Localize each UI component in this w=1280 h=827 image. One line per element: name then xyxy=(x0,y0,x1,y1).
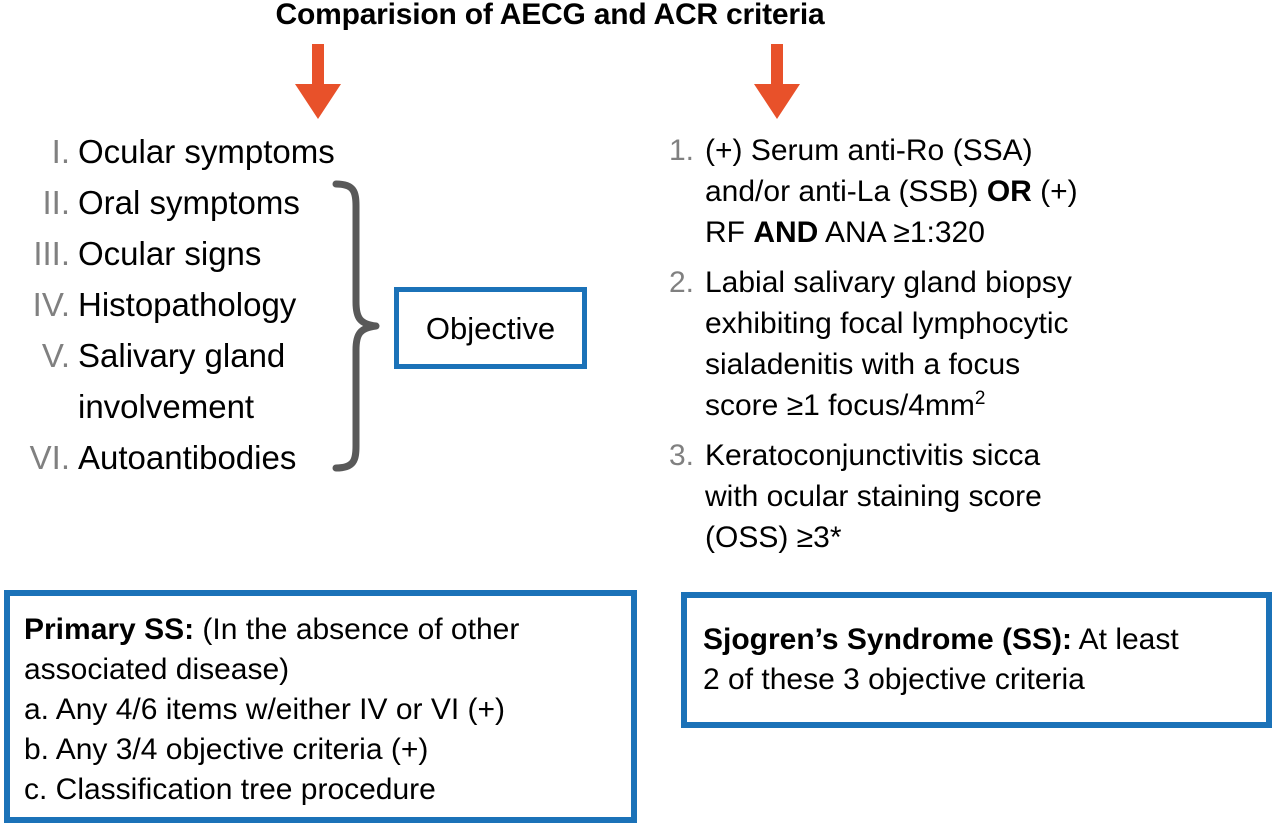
list-item-numeral: VI. xyxy=(29,439,70,476)
list-item-label: Histopathology xyxy=(78,286,297,323)
curly-brace-icon xyxy=(332,180,380,472)
list-item-text: (+) Serum anti-Ro (SSA) and/or anti-La (S… xyxy=(705,130,1170,253)
list-item-continuation: involvement xyxy=(14,381,374,432)
down-arrow-icon-left xyxy=(295,44,341,119)
list-item-number: 3. xyxy=(668,439,694,472)
list-item-numeral: III. xyxy=(33,235,70,272)
list-item: III. Ocular signs xyxy=(14,228,374,279)
text-line: (OSS) ≥3* xyxy=(705,521,842,554)
text-line: 2 of these 3 objective criteria xyxy=(703,663,1085,696)
objective-label-box: Objective xyxy=(394,287,587,369)
text-line: score ≥1 focus/4mm2 xyxy=(705,388,986,422)
list-item-numeral: II. xyxy=(42,184,70,221)
list-item-label: Ocular signs xyxy=(78,235,262,272)
ss-text: Sjogren’s Syndrome (SS): At least 2 of th… xyxy=(703,620,1250,700)
primary-ss-conclusion-box: Primary SS: (In the absence of other asso… xyxy=(4,590,637,823)
list-item-label: Oral symptoms xyxy=(78,184,300,221)
down-arrow-icon-right xyxy=(754,44,800,119)
text-line: and/or anti-La (SSB) OR (+) xyxy=(705,175,1078,208)
list-item-label: involvement xyxy=(78,388,255,425)
list-item: 1. (+) Serum anti-Ro (SSA) and/or anti-La… xyxy=(660,130,1170,253)
text-line: associated disease) xyxy=(24,653,290,686)
text-line: exhibiting focal lymphocytic xyxy=(705,307,1069,340)
list-item-label: Ocular symptoms xyxy=(78,133,335,170)
text-line: b. Any 3/4 objective criteria (+) xyxy=(24,733,429,766)
text-line: with ocular staining score xyxy=(705,480,1042,513)
list-item: 3. Keratoconjunctivitis sicca with ocular… xyxy=(660,435,1170,558)
list-item-numeral: I. xyxy=(51,133,70,170)
list-item: V. Salivary gland xyxy=(14,330,374,381)
objective-label: Objective xyxy=(425,310,556,346)
aecg-criteria-list: I. Ocular symptoms II. Oral symptoms III… xyxy=(14,126,374,483)
list-item-text: Keratoconjunctivitis sicca with ocular st… xyxy=(705,435,1170,558)
list-item-numeral: V. xyxy=(41,337,70,374)
text-line: a. Any 4/6 items w/either IV or VI (+) xyxy=(24,693,506,726)
text-line: Keratoconjunctivitis sicca xyxy=(705,439,1041,472)
ss-conclusion-box: Sjogren’s Syndrome (SS): At least 2 of th… xyxy=(681,592,1272,728)
list-item-number: 1. xyxy=(668,134,694,167)
text-line: RF AND ANA ≥1:320 xyxy=(705,216,985,249)
text-line: c. Classification tree procedure xyxy=(24,773,436,806)
text-line: Labial salivary gland biopsy xyxy=(705,266,1072,299)
acr-criteria-list: 1. (+) Serum anti-Ro (SSA) and/or anti-La… xyxy=(660,130,1170,567)
primary-ss-text: Primary SS: (In the absence of other asso… xyxy=(24,610,617,810)
list-item-label: Autoantibodies xyxy=(78,439,297,476)
list-item: VI. Autoantibodies xyxy=(14,432,374,483)
text-line: (+) Serum anti-Ro (SSA) xyxy=(705,134,1033,167)
page-title: Comparision of AECG and ACR criteria xyxy=(275,0,825,31)
list-item: 2. Labial salivary gland biopsy exhibitin… xyxy=(660,262,1170,426)
list-item-text: Labial salivary gland biopsy exhibiting f… xyxy=(705,262,1170,426)
list-item: I. Ocular symptoms xyxy=(14,126,374,177)
text-line: Primary SS: (In the absence of other xyxy=(24,613,520,646)
list-item: IV. Histopathology xyxy=(14,279,374,330)
list-item-label: Salivary gland xyxy=(78,337,286,374)
text-line: Sjogren’s Syndrome (SS): At least xyxy=(703,623,1179,656)
list-item-number: 2. xyxy=(668,266,694,299)
list-item: II. Oral symptoms xyxy=(14,177,374,228)
list-item-numeral: IV. xyxy=(32,286,70,323)
text-line: sialadenitis with a focus xyxy=(705,348,1021,381)
